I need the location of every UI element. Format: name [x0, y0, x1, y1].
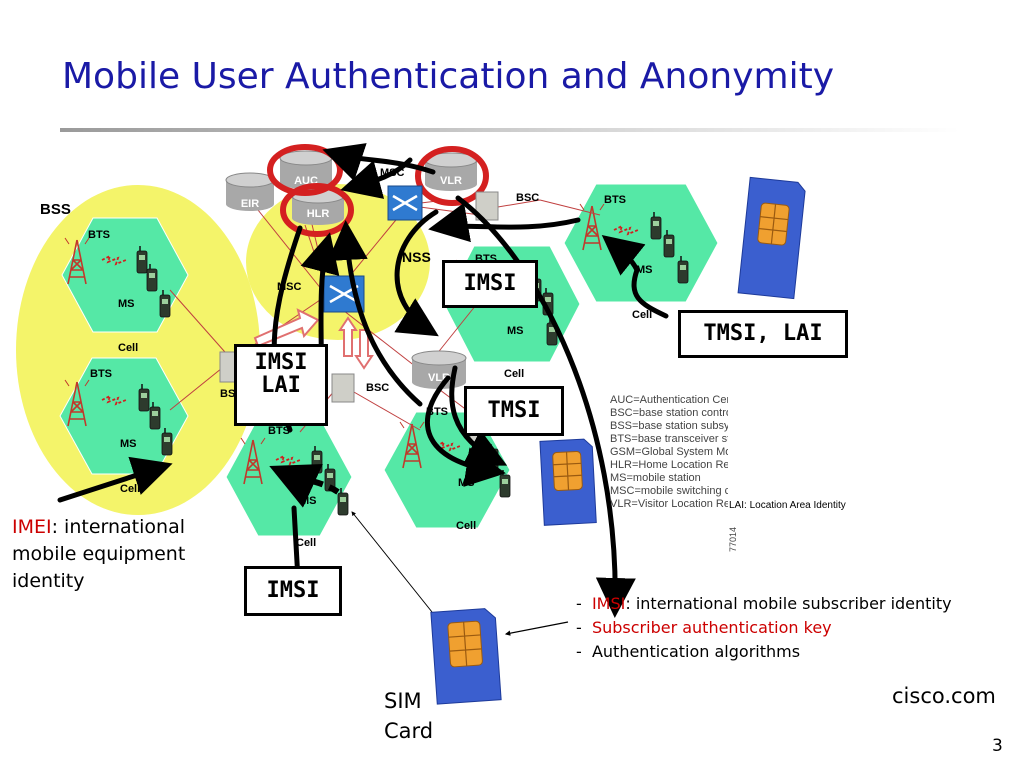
- cell-label: Cell: [120, 483, 140, 495]
- sim-list-item: - Authentication algorithms: [576, 642, 801, 661]
- imei-term: IMEI: [12, 516, 52, 538]
- bss-label: BSS: [40, 201, 71, 218]
- sim-card-icon: [430, 608, 502, 705]
- signal-arrows: [57, 143, 669, 618]
- sim-caption-line1: SIM: [384, 689, 422, 713]
- legend-item: VLR=Visitor Location Register: [610, 498, 728, 510]
- sim-card-caption: SIM Card: [384, 686, 433, 746]
- legend-item: MS=mobile station: [610, 472, 701, 484]
- nss-label: NSS: [402, 249, 431, 265]
- bts-label: BTS: [268, 425, 290, 437]
- imsi-desc: : international mobile subscriber identi…: [625, 594, 952, 613]
- imsi-lai-line2: LAI: [261, 373, 301, 399]
- ms-label: MS: [458, 477, 475, 489]
- imsi-callout-bottom: IMSI: [244, 566, 342, 616]
- cell-hex: [61, 217, 189, 333]
- cell-label: Cell: [632, 309, 652, 321]
- source-credit: cisco.com: [892, 684, 996, 708]
- sim-list-item: - Subscriber authentication key: [576, 618, 832, 637]
- bsc-right-label: BSC: [516, 192, 539, 204]
- legend-item: AUC=Authentication Center: [610, 394, 728, 406]
- sim-card-icon: [737, 176, 806, 300]
- title-divider: [60, 128, 960, 132]
- msc-left-label: MSC: [277, 281, 302, 293]
- ms-label: MS: [118, 298, 135, 310]
- eir-label: EIR: [241, 198, 259, 210]
- sim-caption-line2: Card: [384, 719, 434, 743]
- imei-desc-line1: : international: [51, 516, 185, 538]
- imei-desc-line3: identity: [12, 570, 85, 592]
- imei-caption: IMEI: international mobile equipment ide…: [12, 514, 185, 595]
- legend-item: BSS=base station subsystem: [610, 420, 728, 432]
- eir-database: EIR: [225, 172, 275, 211]
- legend-item: BSC=base station controller: [610, 407, 728, 419]
- page-number: 3: [992, 736, 1003, 756]
- imei-desc-line2: mobile equipment: [12, 543, 186, 565]
- msc-top-switch: [387, 185, 423, 221]
- legend-item: MSC=mobile switching center: [610, 485, 728, 497]
- auc-database: AUC: [279, 150, 333, 189]
- auth-algorithms-text: Authentication algorithms: [591, 642, 801, 661]
- cell-label: Cell: [504, 368, 524, 380]
- subscriber-key-text: Subscriber authentication key: [591, 618, 832, 637]
- bsc-mid-box: [331, 373, 355, 403]
- ms-label: MS: [507, 325, 524, 337]
- bsc-mid-label: BSC: [366, 382, 389, 394]
- cell-label: Cell: [296, 537, 316, 549]
- sim-card-icon: [539, 438, 597, 526]
- legend-item: GSM=Global System Mobile: [610, 446, 728, 458]
- slide-title: Mobile User Authentication and Anonymity: [62, 56, 834, 97]
- bss-nss-arrows: [253, 308, 374, 370]
- cell-hex: [59, 357, 189, 475]
- hlr-label: HLR: [307, 208, 330, 220]
- tmsi-callout: TMSI: [464, 386, 564, 436]
- tmsi-lai-callout: TMSI, LAI: [678, 310, 848, 358]
- imsi-term: IMSI: [591, 594, 626, 613]
- imsi-lai-callout: IMSI LAI: [234, 344, 328, 426]
- legend-item: BTS=base transceiver station: [610, 433, 728, 445]
- sim-list-item: - IMSI: international mobile subscriber …: [576, 594, 952, 613]
- cell-label: Cell: [456, 520, 476, 532]
- ms-label: MS: [300, 495, 317, 507]
- vlr-mid-database: VLR: [411, 350, 467, 389]
- vlr-top-label: VLR: [440, 175, 462, 187]
- ms-label: MS: [636, 264, 653, 276]
- lai-note: LAI: Location Area Identity: [729, 500, 846, 511]
- ms-dotted-arrow: [269, 464, 340, 508]
- legend-item: HLR=Home Location Register: [610, 459, 728, 471]
- msc-top-label: MSC: [380, 167, 405, 179]
- bsc-right-box: [475, 191, 499, 221]
- figure-number: 77014: [728, 527, 738, 552]
- bts-label: BTS: [90, 368, 112, 380]
- imsi-callout-top: IMSI: [442, 260, 538, 308]
- imsi-lai-line1: IMSI: [254, 350, 308, 375]
- bts-label: BTS: [426, 406, 448, 418]
- abbreviation-legend: AUC=Authentication Center BSC=base stati…: [610, 394, 728, 511]
- bts-label: BTS: [88, 229, 110, 241]
- cell-label: Cell: [118, 342, 138, 354]
- ms-label: MS: [120, 438, 137, 450]
- bts-label: BTS: [604, 194, 626, 206]
- sim-contents-list: - IMSI: international mobile subscriber …: [576, 592, 952, 664]
